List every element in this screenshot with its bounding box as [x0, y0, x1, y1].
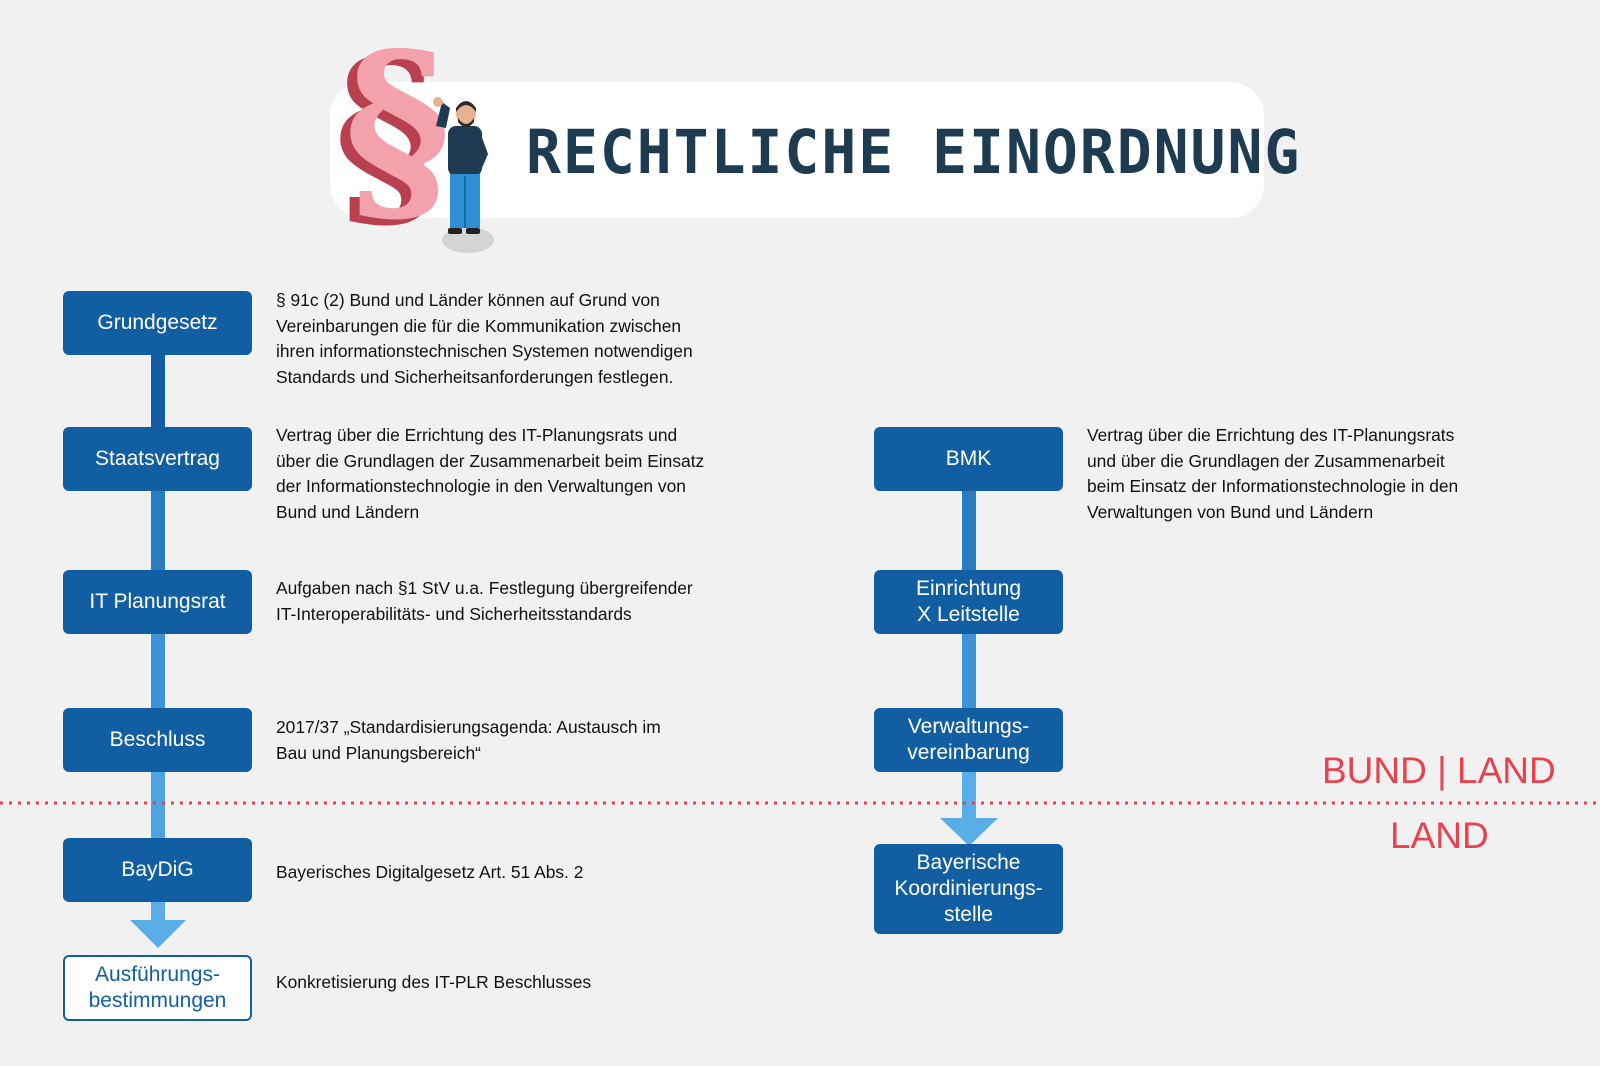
connector-leitstelle-vereinbarung — [962, 632, 976, 708]
connector-beschluss-baydig — [151, 770, 165, 838]
connector-staatsvertrag-itplanungsrat — [151, 490, 165, 570]
connector-bmk-leitstelle — [962, 490, 976, 570]
page-title: RECHTLICHE EINORDNUNG — [526, 116, 1302, 188]
box-ausfuehrungsbestimmungen: Ausführungs- bestimmungen — [63, 955, 252, 1021]
connector-itplanungsrat-beschluss — [151, 632, 165, 708]
description-baydig: Bayerisches Digitalgesetz Art. 51 Abs. 2 — [276, 862, 584, 882]
box-einrichtung-leitstelle: Einrichtung X Leitstelle — [874, 570, 1063, 634]
box-beschluss: Beschluss — [63, 708, 252, 772]
box-it-planungsrat: IT Planungsrat — [63, 570, 252, 634]
arrow-down-icon — [940, 818, 998, 846]
description-beschluss: 2017/37 „Standardisierungsagenda: Austau… — [276, 717, 661, 763]
svg-text:§: § — [338, 28, 441, 255]
description-ausfuehrungsbestimmungen: Konkretisierung des IT-PLR Beschlusses — [276, 972, 592, 992]
connector-grundgesetz-staatsvertrag — [151, 352, 165, 428]
description-staatsvertrag: Vertrag über die Errichtung des IT-Planu… — [276, 425, 705, 522]
box-staatsvertrag: Staatsvertrag — [63, 427, 252, 491]
box-bayerische-koordinierungsstelle: Bayerische Koordinierungs- stelle — [874, 844, 1063, 934]
box-bmk: BMK — [874, 427, 1063, 491]
arrow-down-icon — [130, 920, 186, 948]
box-verwaltungsvereinbarung: Verwaltungs- vereinbarung — [874, 708, 1063, 772]
paragraph-illustration-icon: § § — [338, 28, 494, 255]
box-grundgesetz: Grundgesetz — [63, 291, 252, 355]
connector-vereinbarung-arrow — [962, 770, 976, 818]
svg-text:§: § — [344, 28, 451, 249]
connector-baydig-arrow — [151, 900, 165, 920]
region-label-land: LAND — [1390, 815, 1489, 856]
region-label-bund-land: BUND | LAND — [1322, 750, 1556, 791]
description-grundgesetz: § 91c (2) Bund und Länder können auf Gru… — [276, 290, 693, 387]
description-bmk: Vertrag über die Errichtung des IT-Planu… — [1087, 425, 1459, 522]
description-it-planungsrat: Aufgaben nach §1 StV u.a. Festlegung übe… — [276, 578, 693, 624]
box-baydig: BayDiG — [63, 838, 252, 902]
